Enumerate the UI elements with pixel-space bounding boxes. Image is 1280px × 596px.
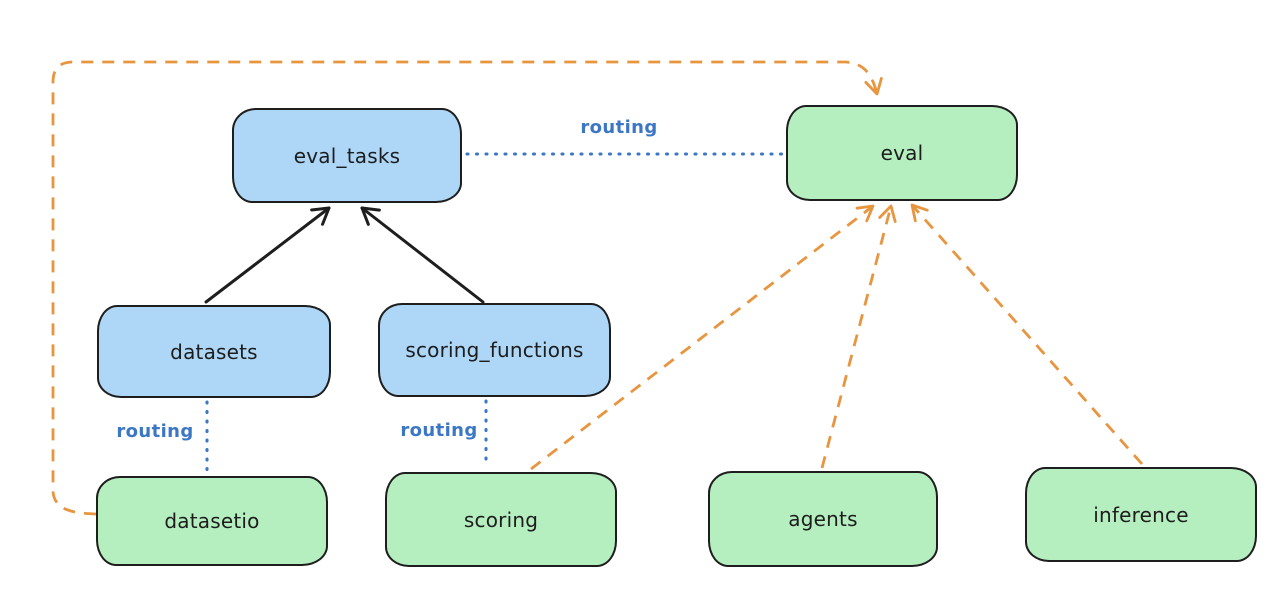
node-datasetio-label: datasetio [164, 509, 260, 533]
edge-inference-to-eval [910, 203, 1144, 465]
edge-datasetio-to-eval [51, 60, 883, 516]
node-datasetio: datasetio [96, 476, 328, 566]
node-eval-tasks: eval_tasks [232, 108, 462, 203]
node-agents: agents [708, 471, 938, 567]
node-eval-label: eval [880, 141, 924, 165]
node-eval: eval [786, 105, 1018, 201]
edge-label-routing-datasets-datasetio: routing [116, 421, 194, 442]
node-eval-tasks-label: eval_tasks [293, 143, 401, 168]
node-inference-label: inference [1093, 502, 1189, 527]
edge-datasets-to-eval-tasks [204, 206, 331, 304]
node-scoring-label: scoring [463, 507, 539, 532]
node-agents-label: agents [788, 507, 858, 531]
edge-scoring-functions-to-eval-tasks [360, 206, 485, 304]
edge-label-routing-eval-tasks-eval: routing [580, 117, 658, 138]
edge-scoring-to-eval [530, 204, 875, 471]
node-datasets: datasets [97, 305, 331, 398]
node-scoring-functions-label: scoring_functions [405, 338, 584, 362]
edge-label-routing-scoring-functions-scoring: routing [400, 420, 478, 441]
node-inference: inference [1025, 467, 1257, 562]
node-scoring-functions: scoring_functions [378, 303, 611, 397]
node-scoring: scoring [385, 472, 617, 567]
edge-agents-to-eval [820, 204, 897, 469]
node-datasets-label: datasets [170, 339, 258, 364]
